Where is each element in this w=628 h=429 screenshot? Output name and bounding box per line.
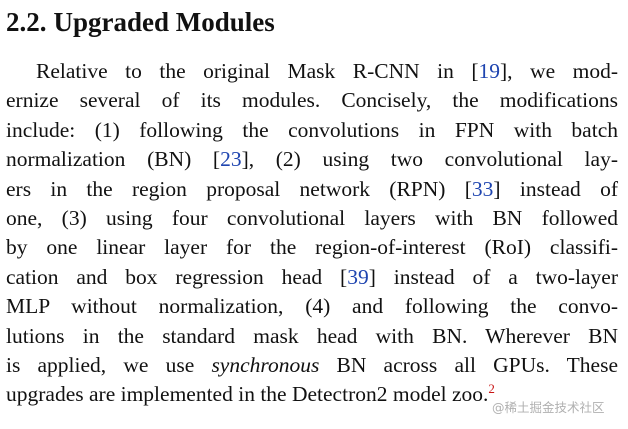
line-text: upgrades are implemented in the Detectro…	[6, 382, 489, 407]
line-text: ], (2) using two convolutional lay-	[241, 147, 618, 172]
paragraph-line: upgrades are implemented in the Detectro…	[6, 380, 618, 409]
section-title: Upgraded Modules	[53, 7, 275, 37]
line-text: BN across all GPUs. These	[319, 352, 619, 377]
paragraph-line: ers in the region proposal network (RPN)…	[6, 175, 618, 204]
paragraph-line: lutions in the standard mask head with B…	[6, 323, 618, 348]
section-number: 2.2.	[6, 7, 47, 37]
section-heading: 2.2.Upgraded Modules	[6, 5, 275, 39]
line-text: ] instead of a two-layer	[368, 264, 619, 289]
body-paragraph: Relative to the original Mask R-CNN in […	[6, 57, 618, 410]
line-text: normalization (BN) [	[6, 147, 221, 172]
line-text: ] instead of	[493, 176, 618, 201]
citation-link[interactable]: 19	[478, 59, 501, 83]
citation-link[interactable]: 33	[471, 176, 494, 201]
paragraph-line: MLP without normalization, (4) and follo…	[6, 294, 618, 319]
line-text: is applied, we use	[6, 352, 212, 377]
citation-link[interactable]: 39	[347, 264, 369, 289]
paragraph-line: is applied, we use synchronous BN across…	[6, 351, 618, 380]
paragraph-line: ernize several of its modules. Concisely…	[6, 88, 618, 113]
paragraph-line: by one linear layer for the region-of-in…	[6, 235, 618, 260]
paragraph-line: normalization (BN) [23], (2) using two c…	[6, 145, 618, 174]
line-text: cation and box regression head [	[6, 264, 348, 289]
footnote-marker[interactable]: 2	[488, 381, 495, 397]
line-text: Relative to the original Mask R-CNN in [	[36, 59, 479, 83]
paragraph-line: include: (1) following the convolutions …	[6, 117, 618, 142]
line-text: ], we mod-	[500, 59, 618, 83]
line-text: ers in the region proposal network (RPN)…	[6, 176, 472, 201]
paragraph-line: Relative to the original Mask R-CNN in […	[6, 57, 618, 86]
paragraph-line: one, (3) using four convolutional layers…	[6, 205, 618, 230]
watermark-text: @稀土掘金技术社区	[492, 400, 605, 415]
citation-link[interactable]: 23	[220, 147, 242, 172]
paragraph-line: cation and box regression head [39] inst…	[6, 263, 618, 292]
emphasis-text: synchronous	[211, 352, 320, 377]
